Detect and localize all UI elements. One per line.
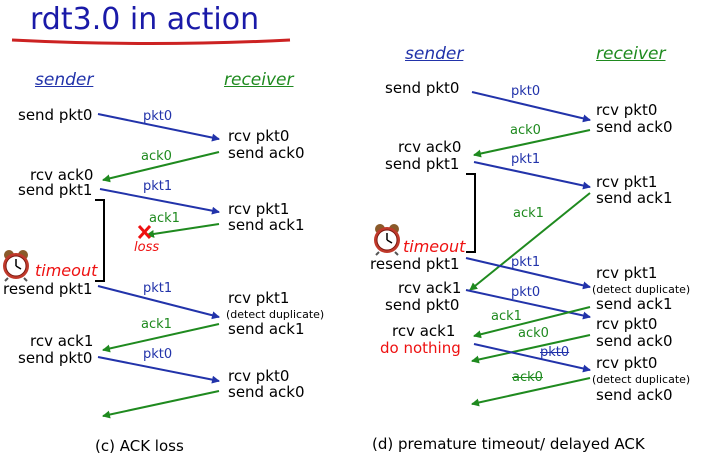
d-do-nothing: do nothing xyxy=(380,339,461,357)
d-rcv-ack1-2: rcv ack1 xyxy=(392,322,456,340)
c-label-ack0: ack0 xyxy=(141,149,172,164)
d-arrow-pkt0 xyxy=(471,91,591,123)
c-send-pkt1: send pkt1 xyxy=(18,181,93,199)
d-sender-header: sender xyxy=(405,44,464,64)
c-arrow-ack1-resend xyxy=(102,323,220,353)
d-label-pkt0-dup: pkt0 xyxy=(540,345,570,360)
c-label-pkt1-resend: pkt1 xyxy=(143,281,173,296)
d-arrow-ack1-delayed xyxy=(469,192,591,291)
d-send-pkt0: send pkt0 xyxy=(385,79,460,97)
d-send-ack0-2: send ack0 xyxy=(596,332,673,350)
d-send-ack1: send ack1 xyxy=(596,189,673,207)
d-caption: (d) premature timeout/ delayed ACK xyxy=(372,435,645,453)
c-arrow-pkt0 xyxy=(97,113,220,142)
d-rcv-pkt1-dup: rcv pkt1 xyxy=(596,264,658,282)
c-rcv-pkt0: rcv pkt0 xyxy=(228,127,290,145)
c-rcv-ack1: rcv ack1 xyxy=(30,332,94,350)
d-label-ack0-dup: ack0 xyxy=(512,370,543,385)
d-detect-duplicate-2: (detect duplicate) xyxy=(592,373,691,386)
c-rcv-pkt1: rcv pkt1 xyxy=(228,200,290,218)
c-arrow-ack0 xyxy=(102,151,220,183)
d-send-pkt0-2: send pkt0 xyxy=(385,296,460,314)
d-label-pkt0: pkt0 xyxy=(511,84,541,99)
x-mark-icon xyxy=(137,224,152,240)
c-rcv-pkt1-dup: rcv pkt1 xyxy=(228,289,290,307)
d-resend-pkt1: resend pkt1 xyxy=(370,255,460,273)
c-send-ack0: send ack0 xyxy=(228,144,305,162)
c-send-ack1: send ack1 xyxy=(228,216,305,234)
c-label-pkt0: pkt0 xyxy=(143,109,173,124)
d-send-ack1-dup: send ack1 xyxy=(596,295,673,313)
d-timeout-bracket xyxy=(466,173,476,253)
d-label-ack1-2: ack1 xyxy=(491,309,522,324)
c-sender-header: sender xyxy=(35,70,94,90)
c-arrow-ack1-lost xyxy=(146,223,220,238)
c-label-pkt1: pkt1 xyxy=(143,179,173,194)
c-label-timeout: timeout xyxy=(35,261,98,280)
d-receiver-header: receiver xyxy=(596,44,666,64)
d-rcv-pkt0-2: rcv pkt0 xyxy=(596,315,658,333)
c-timeout-bracket xyxy=(95,199,105,282)
d-label-ack1: ack1 xyxy=(513,206,544,221)
d-rcv-pkt0-dup: rcv pkt0 xyxy=(596,354,658,372)
c-send-ack0-2: send ack0 xyxy=(228,383,305,401)
d-label-ack0: ack0 xyxy=(510,123,541,138)
d-arrow-ack0-dup xyxy=(471,377,591,407)
d-arrow-ack0-2 xyxy=(471,334,591,364)
page-title: rdt3.0 in action xyxy=(30,2,260,37)
c-receiver-header: receiver xyxy=(224,70,294,90)
c-send-pkt0-2: send pkt0 xyxy=(18,349,93,367)
c-label-loss: loss xyxy=(134,240,160,255)
c-label-pkt0-2: pkt0 xyxy=(143,347,173,362)
c-arrow-ack0-2 xyxy=(102,390,220,419)
alarm-clock-icon xyxy=(3,250,29,282)
c-arrow-pkt1-resend xyxy=(97,285,220,320)
d-arrow-ack1-2 xyxy=(473,306,591,339)
c-rcv-pkt0-2: rcv pkt0 xyxy=(228,367,290,385)
d-label-pkt1: pkt1 xyxy=(511,152,541,167)
alarm-clock-icon xyxy=(374,224,400,256)
c-caption: (c) ACK loss xyxy=(95,437,184,455)
d-rcv-pkt0: rcv pkt0 xyxy=(596,101,658,119)
c-rcv-ack0: rcv ack0 xyxy=(30,166,94,184)
d-label-pkt1-resend: pkt1 xyxy=(511,255,541,270)
d-send-pkt1: send pkt1 xyxy=(385,155,460,173)
d-detect-duplicate: (detect duplicate) xyxy=(592,283,691,296)
d-arrow-pkt1 xyxy=(473,161,591,190)
d-arrow-pkt0-dup xyxy=(473,343,591,373)
d-rcv-ack0: rcv ack0 xyxy=(398,138,462,156)
c-arrow-pkt0-2 xyxy=(97,356,220,384)
c-detect-duplicate: (detect duplicate) xyxy=(226,308,325,321)
d-label-pkt0-2: pkt0 xyxy=(511,285,541,300)
d-arrow-ack0 xyxy=(473,129,591,158)
c-send-ack1-dup: send ack1 xyxy=(228,320,305,338)
d-rcv-ack1: rcv ack1 xyxy=(398,279,462,297)
d-label-timeout: timeout xyxy=(403,237,466,256)
d-send-ack0: send ack0 xyxy=(596,118,673,136)
d-rcv-pkt1: rcv pkt1 xyxy=(596,173,658,191)
c-label-ack1: ack1 xyxy=(149,211,180,226)
d-arrow-pkt1-resend xyxy=(465,257,591,290)
c-arrow-pkt1 xyxy=(99,188,220,215)
d-label-ack0-2: ack0 xyxy=(518,326,549,341)
c-send-pkt0: send pkt0 xyxy=(18,106,93,124)
d-send-ack0-dup: send ack0 xyxy=(596,386,673,404)
title-underline xyxy=(11,38,291,45)
c-label-ack1-resend: ack1 xyxy=(141,317,172,332)
c-resend-pkt1: resend pkt1 xyxy=(3,280,93,298)
